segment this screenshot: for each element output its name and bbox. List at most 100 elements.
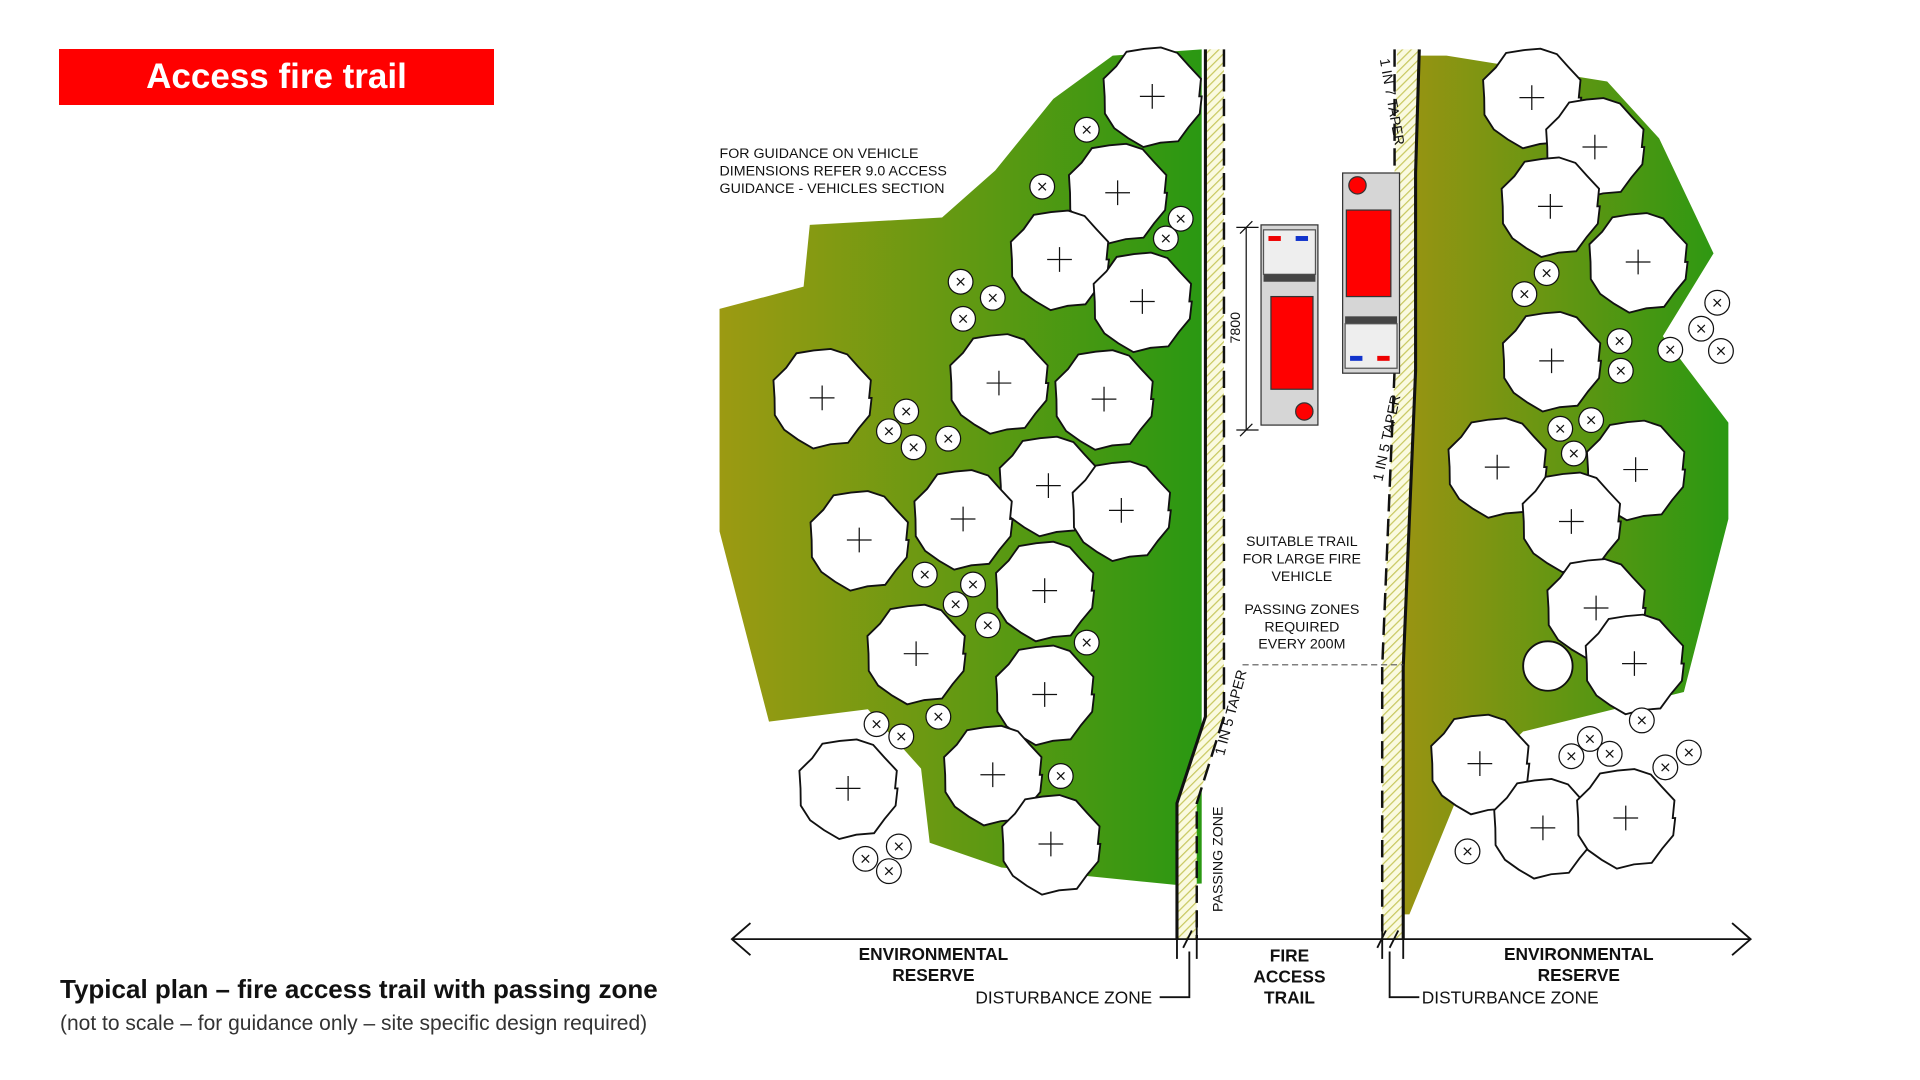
shrub-mark	[872, 719, 881, 729]
shrub-mark	[934, 712, 943, 721]
tree-center-mark	[1032, 578, 1058, 604]
tree-center-mark	[903, 641, 929, 667]
shrub-mark	[1605, 749, 1614, 758]
shrub-mark	[958, 314, 968, 323]
shrub-mark	[1586, 415, 1596, 425]
shrub-mark	[1567, 752, 1576, 761]
tree-center-mark	[980, 762, 1006, 788]
passing-zone-label: PASSING ZONE	[1211, 806, 1227, 911]
shrub-mark	[1463, 847, 1472, 856]
fire-access-trail-label: ACCESS	[1253, 966, 1325, 986]
page-title: Access fire trail	[59, 49, 494, 105]
shrub-mark	[1542, 268, 1551, 278]
shrub-mark	[897, 732, 906, 741]
note-line: FOR GUIDANCE ON VEHICLE	[720, 146, 919, 162]
extent-arrows	[730, 920, 1753, 999]
dimension-label: 7800	[1228, 312, 1244, 344]
tree-center-mark	[1613, 805, 1639, 831]
note-line: FOR LARGE FIRE	[1243, 551, 1361, 567]
note-line: PASSING ZONES	[1244, 602, 1359, 618]
tree-center-mark	[1036, 473, 1061, 498]
tree-center-mark	[1484, 454, 1510, 480]
shrub-mark	[909, 443, 918, 452]
shrub-mark	[1585, 734, 1595, 744]
tree-center-mark	[1582, 134, 1608, 160]
trail-edge-right	[1401, 49, 1421, 940]
trail-note: SUITABLE TRAIL FOR LARGE FIRE VEHICLE PA…	[1243, 534, 1361, 653]
shrub-mark	[884, 867, 894, 876]
tree-center-mark	[1467, 751, 1493, 777]
trail-edge-left-dashed	[1195, 49, 1226, 940]
shrub-mark	[1161, 234, 1170, 243]
tree-center-mark	[1537, 194, 1563, 219]
disturbance-zone-right-label: DISTURBANCE ZONE	[1422, 987, 1599, 1007]
shrub-mark	[1637, 716, 1646, 725]
shrub-mark	[884, 427, 894, 436]
shrub-mark	[1716, 346, 1726, 356]
shrub-mark	[1615, 336, 1624, 346]
shrub-mark	[1556, 424, 1565, 433]
figure-subcaption: (not to scale – for guidance only – site…	[60, 1012, 648, 1035]
shrub-mark	[1082, 125, 1091, 134]
guidance-note: FOR GUIDANCE ON VEHICLE DIMENSIONS REFER…	[720, 146, 947, 197]
disturbance-strip-left	[1176, 49, 1224, 940]
shrub-mark	[983, 621, 992, 630]
trail-edge-left	[1175, 49, 1207, 940]
shrub-mark	[902, 407, 911, 416]
note-line: EVERY 200M	[1258, 637, 1345, 653]
shrub-mark	[1697, 324, 1706, 333]
tree-group	[772, 46, 1734, 896]
shrub-mark	[988, 293, 997, 302]
tree-center-mark	[1108, 497, 1134, 523]
tree-center-mark	[986, 370, 1012, 396]
tree-center-mark	[835, 776, 861, 801]
tree-center-mark	[1622, 651, 1647, 676]
env-reserve-right-label: ENVIRONMENTAL	[1504, 944, 1654, 964]
shrub-mark	[1082, 638, 1091, 647]
shrub-mark	[951, 600, 960, 609]
shrub-mark	[1056, 771, 1065, 781]
note-line: VEHICLE	[1271, 569, 1332, 585]
dimension-line	[1236, 220, 1259, 437]
disturbance-strip-right	[1382, 49, 1420, 940]
shrub-mark	[1666, 345, 1675, 354]
disturbance-zone-left-label: DISTURBANCE ZONE	[975, 987, 1152, 1007]
shrub-mark	[956, 277, 965, 286]
note-line: REQUIRED	[1264, 619, 1339, 635]
tree-center-mark	[1139, 84, 1165, 109]
tree-center-mark	[1105, 180, 1130, 206]
shrub-mark	[920, 570, 929, 579]
tree-center-mark	[1583, 595, 1609, 621]
fire-access-trail-label: TRAIL	[1264, 987, 1315, 1007]
tree-center-mark	[1091, 386, 1117, 412]
tree-center-mark	[1623, 457, 1649, 482]
fire-truck-northbound	[1342, 172, 1401, 374]
fire-truck-southbound	[1260, 224, 1319, 426]
tree-center-mark	[1519, 85, 1545, 110]
fire-access-trail-label: FIRE	[1270, 945, 1309, 965]
env-reserve-right-label: RESERVE	[1538, 965, 1620, 985]
shrub-mark	[1713, 298, 1722, 307]
shrub-mark	[1684, 748, 1693, 757]
shrub-mark	[1661, 763, 1670, 772]
note-line: DIMENSIONS REFER 9.0 ACCESS	[720, 163, 947, 179]
tree-center-mark	[846, 527, 872, 553]
shrub-mark	[968, 580, 978, 589]
shrub-mark	[1038, 182, 1047, 191]
tree-center-mark	[809, 385, 835, 411]
shrub-mark	[944, 434, 953, 443]
shrub-mark	[1520, 289, 1529, 299]
tree-center-mark	[1032, 682, 1058, 707]
shrub-mark	[1176, 214, 1185, 223]
tree-center-mark	[1038, 831, 1064, 857]
shrub-mark	[1569, 449, 1578, 458]
shrub-mark	[894, 842, 903, 851]
note-line: GUIDANCE - VEHICLES SECTION	[720, 181, 945, 197]
shrub-mark	[861, 854, 870, 863]
env-reserve-left-label: ENVIRONMENTAL	[859, 944, 1009, 964]
tree-center-mark	[1530, 815, 1556, 841]
tree-center-mark	[950, 506, 976, 532]
figure-caption: Typical plan – fire access trail with pa…	[60, 974, 658, 1004]
shrub-mark	[1616, 366, 1625, 375]
